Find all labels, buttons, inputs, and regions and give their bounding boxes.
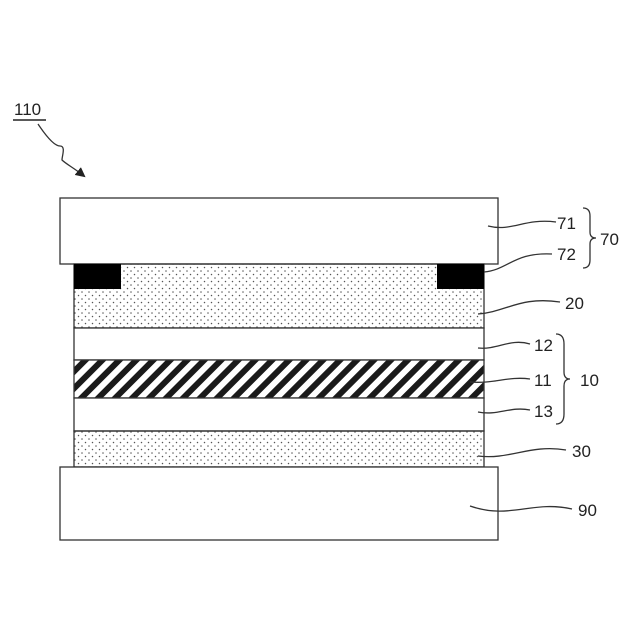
- label-11: 11: [534, 371, 552, 390]
- label-70: 70: [600, 230, 619, 249]
- label-71: 71: [557, 214, 576, 233]
- brace-10: [556, 334, 570, 424]
- figure-reference-label: 110: [14, 100, 41, 119]
- brace-70: [583, 208, 596, 268]
- seal-72-left: [74, 264, 121, 289]
- leader-13: [478, 409, 530, 413]
- layer-71-top-substrate: [60, 198, 498, 264]
- label-30: 30: [572, 442, 591, 461]
- layer-30-dotted: [74, 431, 484, 467]
- layer-90-bottom-substrate: [60, 467, 498, 540]
- label-90: 90: [578, 501, 597, 520]
- figure-reference-arrow: [38, 124, 84, 176]
- seal-72-right: [437, 264, 484, 289]
- label-20: 20: [565, 294, 584, 313]
- leader-12: [478, 342, 530, 348]
- leader-20: [478, 301, 560, 314]
- label-12: 12: [534, 336, 553, 355]
- layer-12-clear: [74, 328, 484, 360]
- label-10: 10: [580, 371, 599, 390]
- layer-20-dotted: [74, 264, 484, 328]
- leader-30: [478, 449, 566, 457]
- layer-13-clear: [74, 398, 484, 431]
- label-13: 13: [534, 402, 553, 421]
- layer-11-hatched: [74, 360, 484, 398]
- label-72: 72: [557, 245, 576, 264]
